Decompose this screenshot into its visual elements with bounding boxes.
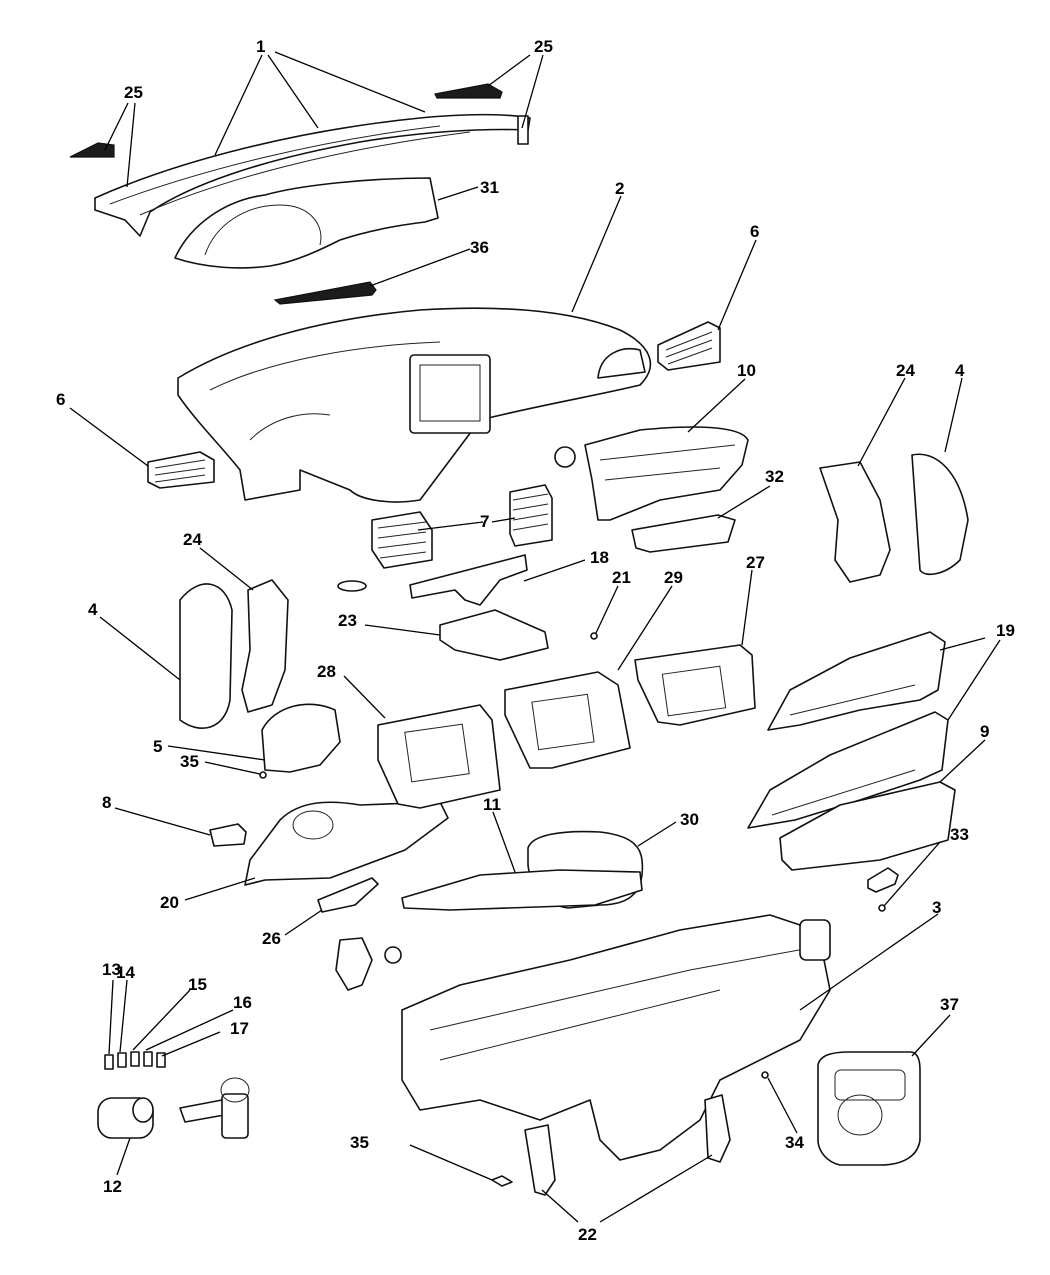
part-26-trim-piece bbox=[317, 877, 379, 913]
callout-16: 16 bbox=[233, 993, 252, 1012]
callout-24-right: 24 bbox=[896, 361, 915, 380]
callout-30: 30 bbox=[680, 810, 699, 829]
callout-21: 21 bbox=[612, 568, 631, 587]
part-32-lower-trim bbox=[631, 514, 736, 553]
callout-3: 3 bbox=[932, 898, 941, 917]
callout-10: 10 bbox=[737, 361, 756, 380]
callout-23: 23 bbox=[338, 611, 357, 630]
callout-15: 15 bbox=[188, 975, 207, 994]
callout-25-left: 25 bbox=[124, 83, 143, 102]
part-small-brackets bbox=[335, 937, 402, 991]
callout-31: 31 bbox=[480, 178, 499, 197]
callout-34: 34 bbox=[785, 1133, 804, 1152]
part-28-radio-bezel bbox=[377, 704, 501, 809]
part-22-left-bracket bbox=[524, 1124, 556, 1196]
part-8-switch bbox=[209, 823, 247, 847]
callout-35-upper: 35 bbox=[180, 752, 199, 771]
callout-5: 5 bbox=[153, 737, 162, 756]
part-9-glove-box-door bbox=[779, 781, 956, 871]
part-25-left-grille bbox=[69, 142, 115, 158]
callout-17: 17 bbox=[230, 1019, 249, 1038]
part-36-defroster-strip bbox=[273, 281, 377, 305]
part-35-screw-lower bbox=[491, 1175, 513, 1187]
callout-33: 33 bbox=[950, 825, 969, 844]
part-21-screw bbox=[590, 632, 598, 640]
part-3-cross-car-beam bbox=[401, 914, 831, 1161]
part-24-right-bracket bbox=[819, 461, 891, 583]
part-key bbox=[179, 1077, 250, 1139]
part-31-cluster-bezel bbox=[174, 177, 439, 269]
callout-11: 11 bbox=[483, 795, 501, 814]
callout-25-right: 25 bbox=[534, 37, 553, 56]
callout-9: 9 bbox=[980, 722, 989, 741]
part-12-ignition-lock bbox=[97, 1097, 154, 1139]
part-33-screw bbox=[878, 904, 886, 912]
callout-4-right: 4 bbox=[955, 361, 965, 380]
callout-22: 22 bbox=[578, 1225, 597, 1244]
callout-12: 12 bbox=[103, 1177, 122, 1196]
callout-18: 18 bbox=[590, 548, 609, 567]
part-11-lower-cover bbox=[401, 869, 643, 911]
part-6-left-vent bbox=[147, 451, 215, 489]
callout-32: 32 bbox=[765, 467, 784, 486]
part-34-screw bbox=[761, 1071, 769, 1079]
part-5-column-shroud bbox=[261, 703, 341, 773]
part-4-left-knee-panel bbox=[179, 583, 233, 729]
part-19-glove-door-lower bbox=[747, 711, 949, 829]
part-20-lower-panel bbox=[244, 801, 449, 886]
part-19-glove-door-upper bbox=[767, 631, 946, 731]
part-29-radio-bezel bbox=[504, 671, 631, 769]
callout-20: 20 bbox=[160, 893, 179, 912]
callout-14: 14 bbox=[116, 963, 135, 982]
callout-19: 19 bbox=[996, 621, 1015, 640]
callout-28: 28 bbox=[317, 662, 336, 681]
callout-37: 37 bbox=[940, 995, 959, 1014]
callout-4-left: 4 bbox=[88, 600, 98, 619]
callout-29: 29 bbox=[664, 568, 683, 587]
part-27-radio-bezel bbox=[634, 644, 756, 726]
part-7-center-vent-left bbox=[371, 511, 433, 569]
callout-2: 2 bbox=[615, 179, 624, 198]
callout-7: 7 bbox=[480, 512, 489, 531]
part-25-right-grille bbox=[434, 83, 503, 99]
callout-36: 36 bbox=[470, 238, 489, 257]
callout-labels: 1 2 3 4 4 5 6 6 7 8 9 10 11 12 13 14 15 … bbox=[56, 37, 1015, 1244]
part-4-right-knee-panel bbox=[911, 453, 969, 576]
part-22-right-bracket bbox=[704, 1094, 731, 1163]
callout-13: 13 bbox=[102, 960, 121, 979]
callout-6-left: 6 bbox=[56, 390, 65, 409]
callout-26: 26 bbox=[262, 929, 281, 948]
part-37-shifter-bezel bbox=[817, 1051, 921, 1166]
part-2-instrument-panel bbox=[177, 307, 652, 503]
part-6-right-vent bbox=[657, 321, 721, 371]
callout-35-lower: 35 bbox=[350, 1133, 369, 1152]
callout-27: 27 bbox=[746, 553, 765, 572]
callout-1: 1 bbox=[256, 37, 265, 56]
part-33-latch bbox=[867, 867, 899, 893]
part-35-screw-upper bbox=[259, 771, 267, 779]
part-small-pad bbox=[337, 580, 367, 592]
part-7-center-vent-right bbox=[509, 484, 553, 547]
part-23-bracket bbox=[439, 609, 549, 661]
callout-24-left: 24 bbox=[183, 530, 202, 549]
part-18-center-trim bbox=[409, 554, 528, 606]
part-24-left-bracket bbox=[241, 579, 289, 713]
parts-13-17-tumblers bbox=[104, 1051, 166, 1070]
callout-8: 8 bbox=[102, 793, 111, 812]
part-10-glove-box-bin bbox=[554, 426, 749, 521]
callout-6-right: 6 bbox=[750, 222, 759, 241]
leader-lines bbox=[69, 51, 1001, 1223]
part-1-dash-top-cover bbox=[94, 113, 531, 237]
